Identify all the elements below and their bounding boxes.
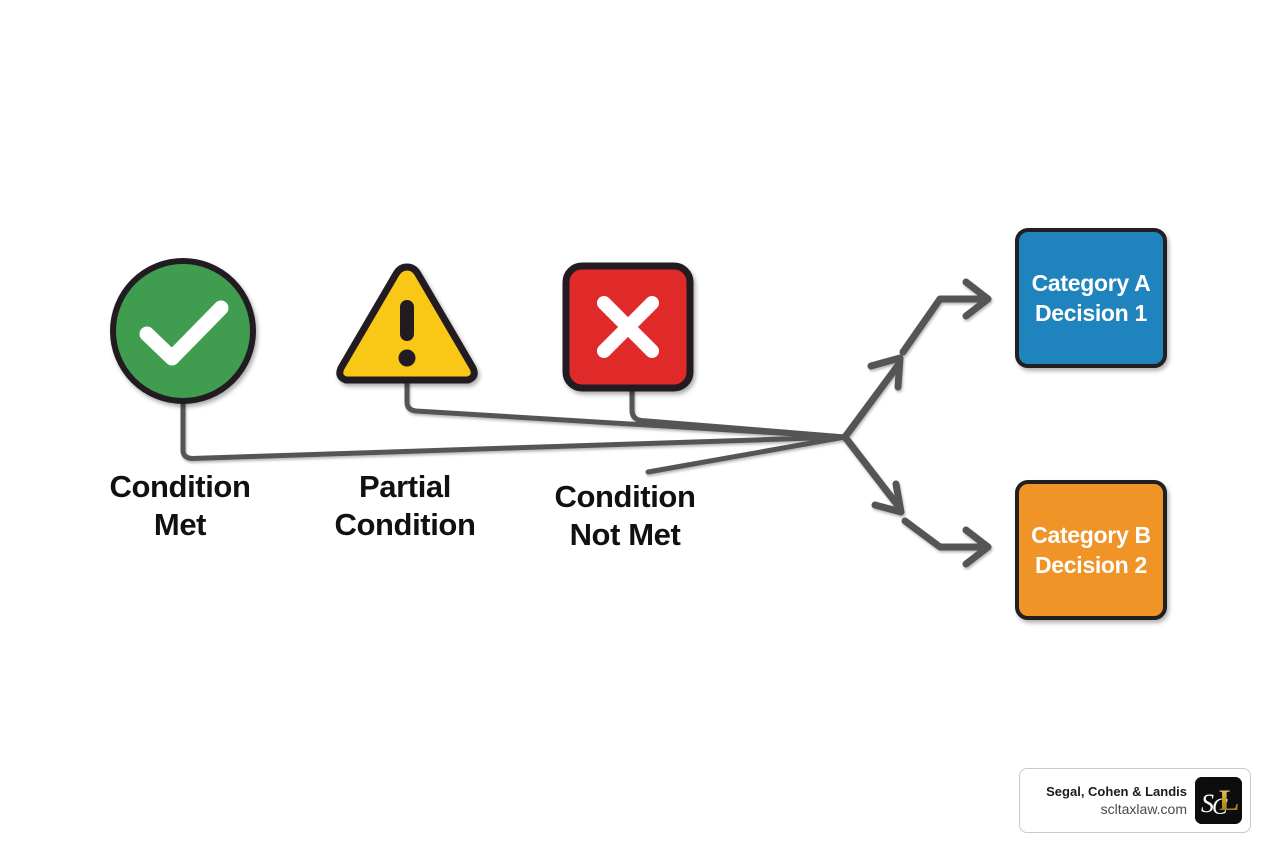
status-label-condition-met: Condition Met	[109, 469, 251, 542]
arrow-to-category-b-head	[962, 526, 992, 568]
svg-text:C: C	[1212, 794, 1228, 819]
watermark-website[interactable]: scltaxlaw.com	[1100, 801, 1187, 817]
branch-arrows	[841, 278, 992, 568]
branch-arrow-down-head	[871, 480, 905, 516]
status-label-partial-condition: Partial Condition	[334, 469, 476, 542]
scl-monogram-glyph: S C L	[1195, 777, 1242, 824]
connector-lines	[180, 378, 848, 475]
scl-monogram-logo: S C L	[1195, 777, 1242, 824]
warning-triangle-icon[interactable]	[336, 263, 478, 384]
status-label-condition-not-met: Condition Not Met	[554, 479, 696, 552]
arrow-to-category-b	[901, 517, 991, 551]
branch-arrow-down	[841, 433, 903, 511]
svg-text:S: S	[1201, 789, 1214, 818]
branch-arrow-up	[841, 360, 903, 441]
connector-condition-met	[180, 389, 848, 461]
decision-box-category-b[interactable]: Category B Decision 2	[1015, 480, 1167, 620]
connector-lower-strand	[645, 434, 848, 475]
arrow-to-category-a	[899, 295, 991, 356]
connector-condition-not-met	[629, 385, 848, 440]
watermark-text-block: Segal, Cohen & Landis scltaxlaw.com	[1030, 783, 1195, 818]
arrow-to-category-a-head	[962, 278, 992, 320]
check-circle-icon[interactable]	[110, 258, 256, 404]
branch-arrow-up-head	[867, 354, 904, 391]
x-square-icon[interactable]	[562, 262, 694, 392]
watermark-badge: Segal, Cohen & Landis scltaxlaw.com S C …	[1019, 768, 1251, 833]
decision-box-category-a[interactable]: Category A Decision 1	[1015, 228, 1167, 368]
watermark-firm-name: Segal, Cohen & Landis	[1046, 784, 1187, 799]
connector-partial-condition	[404, 378, 848, 440]
svg-text:L: L	[1219, 784, 1239, 817]
